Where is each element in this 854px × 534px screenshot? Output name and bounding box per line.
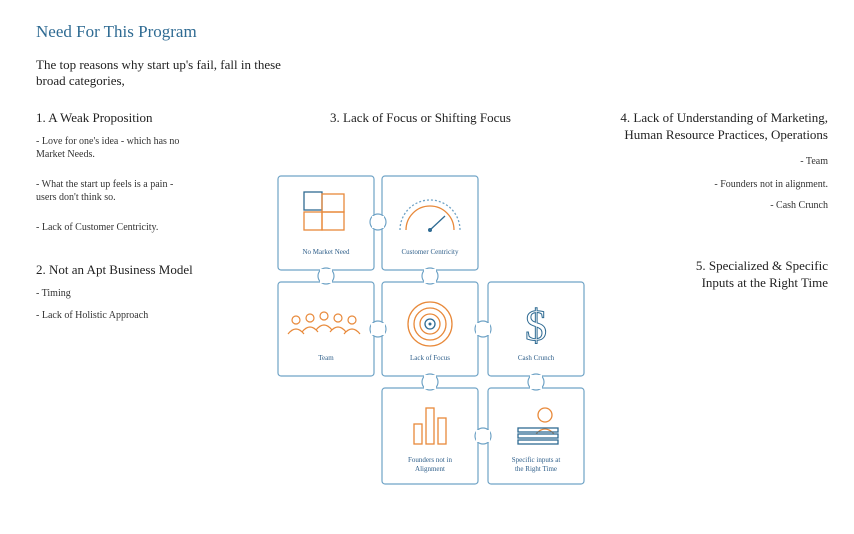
gauge-icon [399,199,461,232]
section-4-heading-line2: Human Resource Practices, Operations [624,127,828,142]
puzzle-label-specific-inputs-line1: Specific inputs at [512,456,561,464]
section-4-heading-line1: 4. Lack of Understanding of Marketing, [620,110,828,125]
puzzle-label-cash-crunch: Cash Crunch [518,354,555,362]
puzzle-label-customer-centricity: Customer Centricity [402,248,459,256]
puzzle-graphic: No Market Need Customer Centricity Team … [270,172,600,492]
puzzle-label-no-market-need: No Market Need [302,248,350,256]
section-1-heading: 1. A Weak Proposition [36,110,153,125]
section-1-item: - What the start up feels is a pain - us… [36,179,174,203]
section-5-heading-line2: Inputs at the Right Time [701,275,828,290]
section-1-item: - Love for one's idea - which has no Mar… [36,136,180,160]
section-2-heading: 2. Not an Apt Business Model [36,262,193,277]
person-at-desk-icon [517,407,559,445]
puzzle-label-lack-of-focus: Lack of Focus [410,354,450,362]
section-1-item: - Lack of Customer Centricity. [36,222,159,233]
section-3-heading: 3. Lack of Focus or Shifting Focus [330,110,511,125]
dollar-icon: $ [525,301,547,350]
page-title: Need For This Program [36,22,197,41]
team-icon [287,311,361,335]
intro-text: The top reasons why start up's fail, fal… [36,57,281,88]
section-4-item: - Team [800,156,828,167]
section-2-item: - Timing [36,288,71,299]
puzzle-label-specific-inputs-line2: the Right Time [515,465,557,473]
section-2-item: - Lack of Holistic Approach [36,310,149,321]
section-5-heading-line1: 5. Specialized & Specific [695,258,828,273]
puzzle-label-founders-line2: Alignment [415,465,445,473]
section-4-item: - Founders not in alignment. [714,179,828,190]
section-4-item: - Cash Crunch [770,200,828,211]
puzzle-pieces-icon [303,191,345,231]
puzzle-label-founders-line1: Founders not in [408,456,452,464]
target-icon [407,301,453,347]
puzzle-label-team: Team [318,354,334,362]
bar-chart-icon [413,407,447,445]
